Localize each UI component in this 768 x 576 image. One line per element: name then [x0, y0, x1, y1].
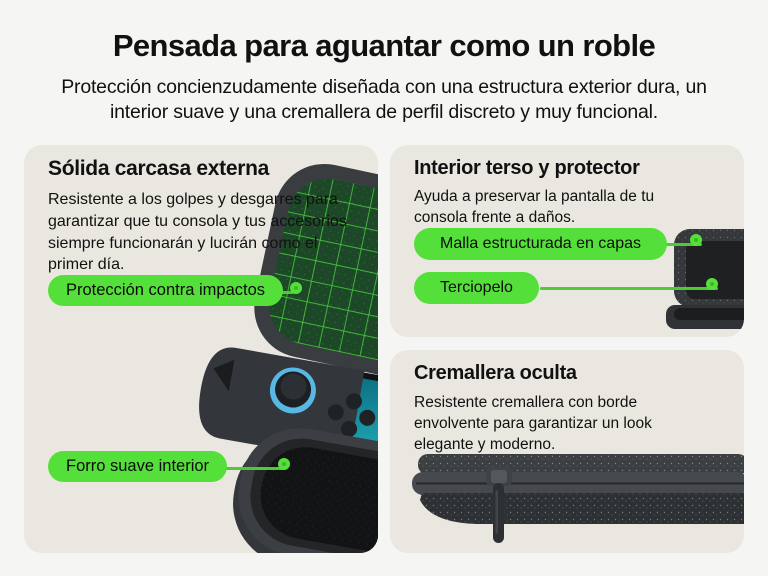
card-title-zipper: Cremallera oculta [414, 362, 577, 384]
card-zipper: Cremallera oculta Resistente cremallera … [390, 350, 744, 553]
callout-marker-dot [290, 282, 302, 294]
card-body-zipper: Resistente cremallera con borde envolven… [414, 394, 652, 454]
page-title: Pensada para aguantar como un roble [112, 28, 656, 63]
callout-soft-lining: Forro suave interior [48, 451, 228, 482]
callout-layered-mesh: Malla estructurada en capas [414, 228, 667, 260]
card-solid-shell: Sólida carcasa externa Resistente a los … [24, 145, 378, 553]
callout-impact-protection: Protección contra impactos [48, 275, 284, 306]
callout-connector-line [540, 287, 718, 290]
callout-marker-dot [690, 234, 702, 246]
page-subtitle: Protección concienzudamente diseñada con… [61, 76, 707, 123]
card-title-solid-shell: Sólida carcasa externa [48, 157, 270, 180]
callout-marker-dot [278, 458, 290, 470]
callout-marker-dot [706, 278, 718, 290]
callout-velvet: Terciopelo [414, 272, 539, 304]
card-body-interior: Ayuda a preservar la pantalla de tu cons… [414, 188, 655, 227]
card-title-interior: Interior terso y protector [414, 157, 640, 179]
card-body-solid-shell: Resistente a los golpes y desgarres para… [48, 191, 347, 274]
card-interior: Interior terso y protector Ayuda a prese… [390, 145, 744, 337]
